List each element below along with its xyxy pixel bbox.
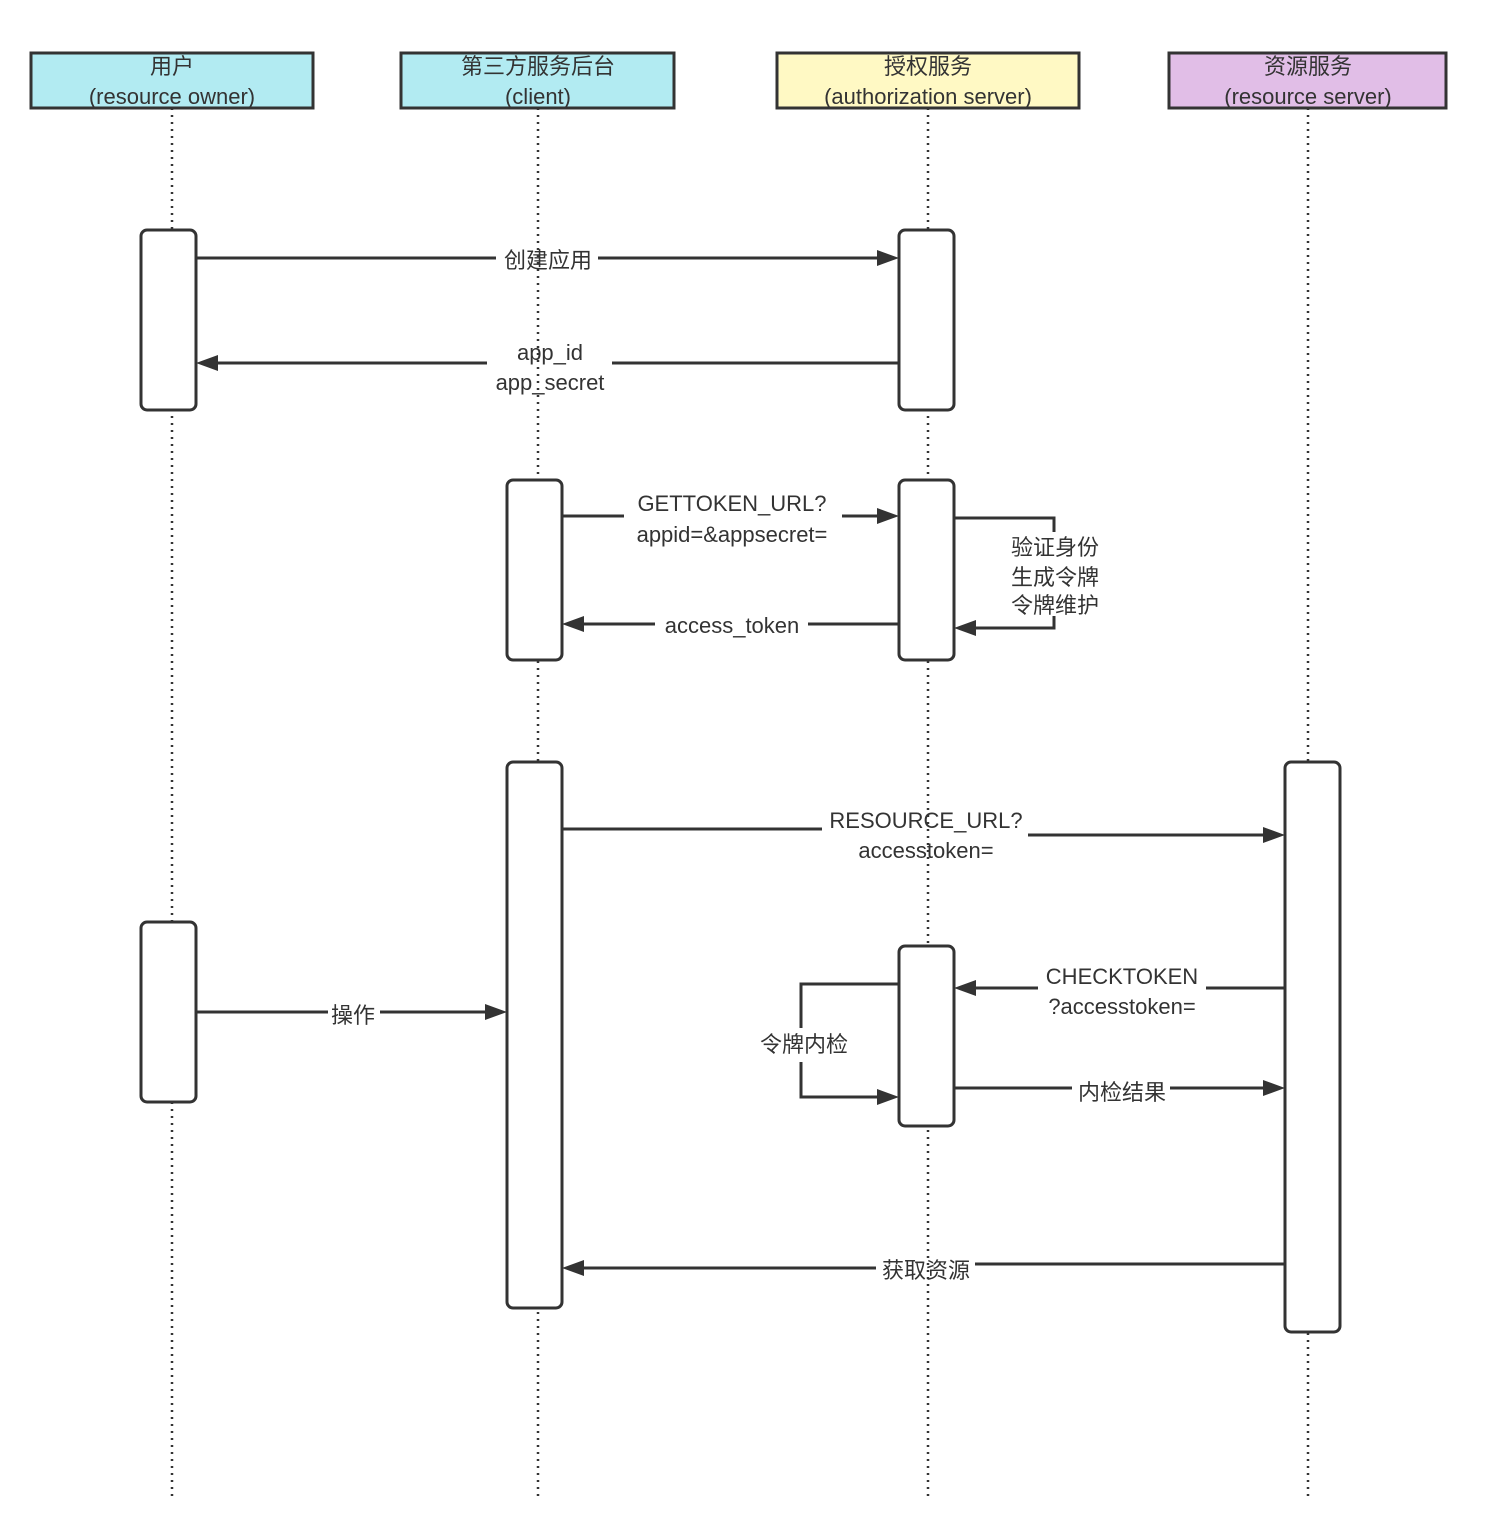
participant-box [399, 51, 676, 110]
participant-name: 资源服务 [1264, 54, 1352, 79]
message-label: appid=&appsecret= [637, 522, 828, 547]
activation-box [897, 228, 956, 412]
message-label: 令牌维护 [1011, 593, 1099, 618]
message-line [954, 516, 1056, 532]
arrowhead [562, 616, 584, 632]
message-operation: 操作 [196, 1003, 507, 1028]
activations [139, 228, 1342, 1334]
participant-box [29, 51, 315, 110]
message-access-token: access_token [562, 613, 899, 638]
message-app-credentials: app_id app_secret [196, 340, 899, 395]
arrowhead [1263, 827, 1285, 843]
arrowhead [1263, 1080, 1285, 1096]
participant-role: (resource owner) [89, 84, 255, 109]
message-label: 操作 [331, 1003, 375, 1028]
arrowhead [877, 1089, 899, 1105]
message-checktoken: CHECKTOKEN ?accesstoken= [954, 964, 1285, 1019]
participant-resource-server: 资源服务 (resource server) [1167, 51, 1448, 110]
participant-role: (authorization server) [824, 84, 1032, 109]
arrowhead [877, 250, 899, 266]
message-line [975, 616, 1056, 630]
arrowhead [562, 1260, 584, 1276]
message-label: 创建应用 [504, 248, 592, 273]
message-gettoken-request: GETTOKEN_URL? appid=&appsecret= [562, 491, 899, 547]
message-label: ?accesstoken= [1048, 994, 1195, 1019]
arrowhead [196, 355, 218, 371]
arrowhead [877, 508, 899, 524]
message-label: 验证身份 [1011, 535, 1099, 560]
activation-box [897, 478, 956, 662]
message-resource-request: RESOURCE_URL? accesstoken= [562, 808, 1285, 863]
self-message-verify-identity: 验证身份 生成令牌 令牌维护 [954, 516, 1099, 636]
message-label: CHECKTOKEN [1046, 964, 1198, 989]
participant-box [1167, 51, 1448, 110]
message-line [799, 982, 899, 1028]
activation-box [1283, 760, 1342, 1334]
participant-name: 第三方服务后台 [461, 54, 615, 79]
message-line [799, 1062, 878, 1099]
activation-box [139, 920, 198, 1104]
activation-box [897, 944, 956, 1128]
message-label: app_id [517, 340, 583, 365]
message-create-app: 创建应用 [196, 248, 899, 273]
message-label: 生成令牌 [1011, 565, 1099, 590]
message-get-resource: 获取资源 [562, 1258, 1285, 1283]
participant-name: 用户 [150, 54, 194, 79]
activation-box [505, 478, 564, 662]
participant-role: (resource server) [1224, 84, 1391, 109]
arrowhead [954, 620, 976, 636]
arrowhead [954, 980, 976, 996]
message-label: 获取资源 [882, 1258, 970, 1283]
participant-resource-owner: 用户 (resource owner) [29, 51, 315, 110]
message-label: accesstoken= [858, 838, 993, 863]
participant-authorization-server: 授权服务 (authorization server) [775, 51, 1081, 110]
message-introspection-result: 内检结果 [954, 1080, 1285, 1105]
message-label: app_secret [496, 370, 605, 395]
participant-name: 授权服务 [884, 54, 972, 79]
self-message-token-introspection: 令牌内检 [760, 982, 899, 1105]
arrowhead [485, 1004, 507, 1020]
message-label: 令牌内检 [760, 1032, 848, 1057]
message-label: GETTOKEN_URL? [637, 491, 826, 516]
message-label: 内检结果 [1078, 1080, 1166, 1105]
activation-box [139, 228, 198, 412]
participant-box [775, 51, 1081, 110]
message-label: RESOURCE_URL? [829, 808, 1022, 833]
participant-client: 第三方服务后台 (client) [399, 51, 676, 110]
participant-role: (client) [505, 84, 571, 109]
message-label: access_token [665, 613, 800, 638]
lifelines [170, 108, 1310, 1496]
activation-box [505, 760, 564, 1310]
